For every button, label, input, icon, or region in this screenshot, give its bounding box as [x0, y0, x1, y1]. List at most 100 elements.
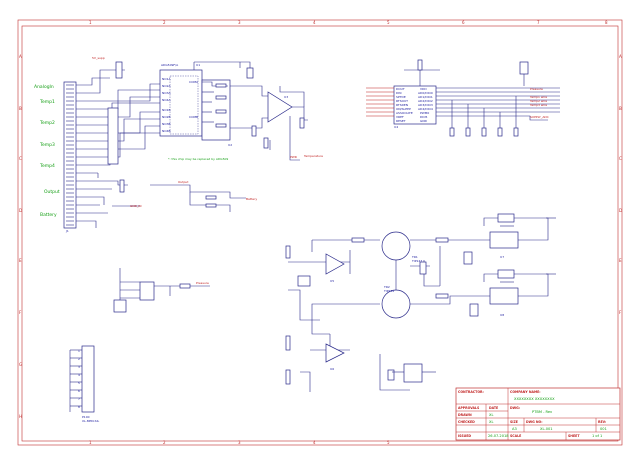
tb-dwg-label: DWG:: [510, 406, 520, 410]
u4-pin-l3: SPTDE: [396, 95, 406, 99]
net-text-battery-right: Battery: [246, 197, 257, 201]
col-marker-3: 3: [238, 20, 241, 25]
tb-dwg-no-value: XL-001: [540, 427, 553, 431]
resistor-r2-hb: [435, 293, 449, 299]
mux-pin-1: NO1A: [162, 77, 172, 81]
resistor-r10: [215, 109, 227, 114]
mux-pin-coma: COMA: [189, 80, 199, 84]
ic-u4-ref: U4: [394, 125, 398, 129]
header-pin-1: 1: [78, 349, 80, 353]
resistor-array-left: [107, 107, 119, 165]
u4-pin-l1: DOUT: [396, 87, 405, 91]
col-marker-4-bottom: 4: [313, 440, 316, 445]
sensor-wires: [119, 268, 210, 310]
gate-u7-body: [489, 231, 519, 249]
header-p100-body: [81, 345, 95, 413]
col-marker-6: 6: [462, 20, 465, 25]
header-p100-ref: P100: [82, 415, 90, 419]
u4-pin-l9: RESET: [396, 119, 406, 123]
opamp-u5-ref: U5: [330, 279, 334, 283]
net-label-temp1: Temp1: [39, 99, 55, 105]
header-pin-8: 8: [78, 405, 80, 409]
row-markers: A B C D E F G H A B C D E F: [19, 54, 622, 419]
net-label-battery: Battery: [40, 212, 57, 218]
tb-drawn-label: DRAWN: [458, 413, 472, 417]
net-label-temp2: Temp2: [39, 120, 55, 126]
row-marker-d: D: [19, 208, 22, 213]
mux-u1-body: [159, 69, 203, 137]
row-marker-f-right: F: [619, 310, 622, 315]
resistor-r13: [205, 203, 217, 208]
resistor-r-top-left: [115, 61, 123, 79]
mux-pin-7: NO3B: [162, 122, 171, 126]
net-text-adc-r: SUPPLY_ADC: [530, 115, 549, 119]
col-marker-2: 2: [163, 20, 166, 25]
opamp-wires: [269, 86, 308, 161]
opamp-u6: U6: [325, 343, 345, 371]
opamp-u6-body: [325, 343, 345, 363]
capacitor-hb-right-2: [469, 303, 479, 317]
net-label-temp3: Temp3: [39, 142, 55, 148]
connector-j1: J1: [63, 81, 77, 233]
opamp-u6-ref: U6: [330, 367, 334, 371]
transistor-tr1-ref: TR1: [411, 255, 418, 259]
u4-pin-r7: PWM0: [420, 111, 429, 115]
resistor-r11: [215, 123, 227, 128]
row-marker-h: H: [19, 414, 22, 419]
mux-u1-ref: U1: [196, 63, 200, 67]
resistor-r8: [215, 83, 227, 88]
column-markers: 1 2 3 4 5 6 7 8 1 2 3 4 5: [89, 20, 608, 445]
resistor-r-vertical-2: [263, 137, 269, 149]
col-marker-1: 1: [89, 20, 92, 25]
u4-pin-r8: DIO5: [420, 115, 428, 119]
capacitor-hb-right: [463, 251, 473, 265]
ic-u4-module: U4 DOUT DIN SPTDE RTSOUT RTSDEN ON/SLEEP…: [393, 85, 437, 129]
ic-u4-body: [393, 85, 437, 125]
capacitor-c-top: [246, 67, 254, 79]
mux-internal-dashed: [169, 75, 199, 135]
row-marker-d-right: D: [619, 208, 622, 213]
resistor-r-hb-low: [285, 335, 291, 351]
u4-pin-r5: AD3/DIO3: [418, 103, 433, 107]
transistor-tr2: [381, 289, 411, 319]
regulator-body: [403, 363, 423, 383]
transistor-tr1-part: TIP147: [411, 259, 422, 263]
transistor-tr2-part: TIP142: [383, 289, 394, 293]
gate-u8: U8: [489, 287, 519, 317]
regulator-wires: [379, 354, 436, 391]
resistor-r14: [449, 127, 455, 137]
resistor-r-vertical: [251, 125, 257, 137]
sensor-chip: [139, 281, 155, 301]
resistor-r-output: [119, 179, 125, 193]
tb-size-value: A3: [512, 427, 517, 431]
mux-u1-title: ADG509F/A: [161, 63, 179, 67]
header-pin-2: 2: [78, 357, 80, 361]
u4-pin-r9: GND: [420, 119, 428, 123]
tb-sheet-value: 1 of 1: [592, 434, 602, 438]
tb-contractor-label: CONTRACTOR:: [458, 390, 484, 394]
opamp-u5-body: [325, 253, 345, 275]
mux-pin-4: NO4A: [162, 98, 172, 102]
net-text-temp3-r: Temp3 wire: [529, 103, 547, 107]
mux-pin-8: NO4B: [162, 129, 171, 133]
u4-pin-l8: VREF: [396, 115, 404, 119]
resistor-r18: [513, 127, 519, 137]
row-marker-b: B: [19, 106, 22, 111]
resistor-r17: [497, 127, 503, 137]
mux-pin-2: NO2A: [162, 84, 172, 88]
header-p100-part: XL-8PIN-SIL: [82, 419, 99, 423]
capacitor-reg: [387, 369, 395, 381]
title-block: CONTRACTOR: COMPANY NAME: XXXXXXXX XXXXX…: [455, 387, 621, 441]
relay-u8: [497, 269, 515, 279]
u4-right-nets: [404, 69, 560, 128]
transistor-tr1: [381, 231, 411, 261]
header-p100-wires: [69, 349, 82, 412]
opamp-u5: U5: [325, 253, 345, 283]
mux-pin-6: NO2B: [162, 115, 171, 119]
resistor-r11-hb: [351, 237, 365, 243]
header-pin-6: 6: [78, 389, 80, 393]
gate-u7: U7: [489, 231, 519, 259]
header-pin-4: 4: [78, 373, 80, 377]
transistor-tr2-ref: TR2: [383, 285, 390, 289]
